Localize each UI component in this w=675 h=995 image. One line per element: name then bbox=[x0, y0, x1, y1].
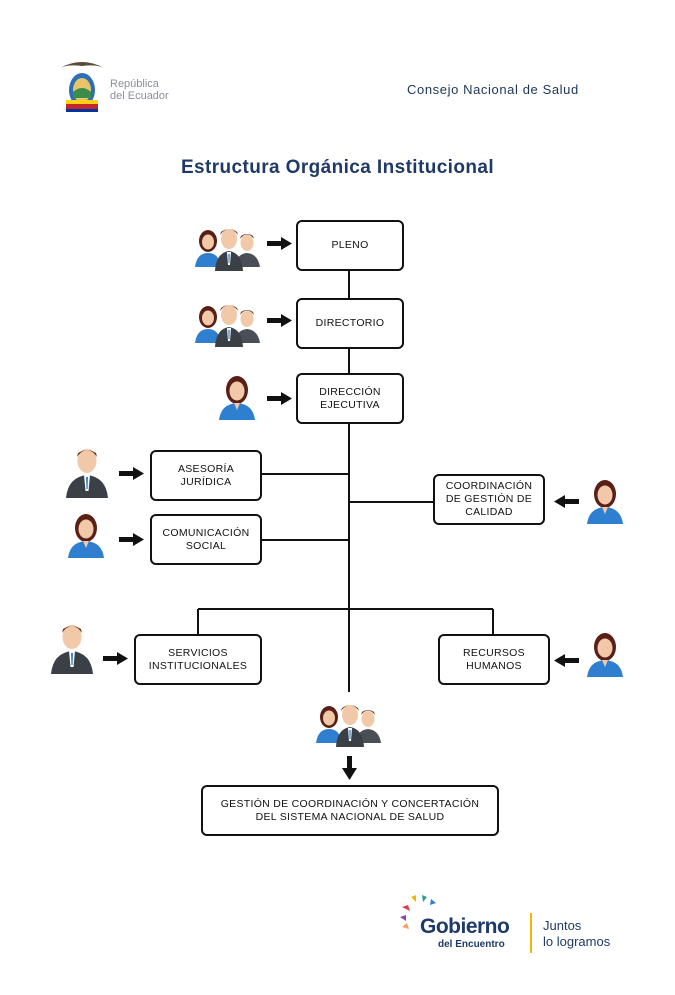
gobierno-logo-icon bbox=[400, 895, 436, 929]
box-coordinacion-calidad: COORDINACIÓN DE GESTIÓN DE CALIDAD bbox=[433, 474, 545, 525]
brand-sub: del Encuentro bbox=[438, 939, 505, 950]
brand-main: Gobierno bbox=[420, 915, 510, 938]
box-servicios-institucionales: SERVICIOS INSTITUCIONALES bbox=[134, 634, 262, 685]
box-comunicacion-social: COMUNICACIÓN SOCIAL bbox=[150, 514, 262, 565]
man-center-figure bbox=[215, 305, 243, 347]
logo-line-1: República bbox=[110, 78, 159, 90]
woman-icon bbox=[219, 376, 255, 420]
man-icon bbox=[66, 449, 108, 498]
woman-icon bbox=[587, 633, 623, 677]
box-recursos-humanos: RECURSOS HUMANOS bbox=[438, 634, 550, 685]
woman-figure bbox=[195, 230, 221, 267]
arrow-gestion bbox=[342, 756, 357, 780]
arrow-asesoria bbox=[119, 467, 144, 480]
organization-name: Consejo Nacional de Salud bbox=[407, 82, 579, 97]
footer-divider bbox=[530, 913, 532, 953]
arrow-direccion bbox=[267, 392, 292, 405]
box-direccion-ejecutiva: DIRECCIÓN EJECUTIVA bbox=[296, 373, 404, 424]
woman-icon bbox=[68, 514, 104, 558]
logo-line-2: del Ecuador bbox=[110, 90, 169, 102]
box-pleno: PLENO bbox=[296, 220, 404, 271]
group-people-icon bbox=[316, 705, 381, 747]
footer-slogan: Juntos lo logramos bbox=[543, 918, 611, 949]
republica-logo bbox=[56, 54, 196, 118]
man-center-figure bbox=[336, 705, 364, 747]
box-gestion-sistema-salud: GESTIÓN DE COORDINACIÓN Y CONCERTACIÓN D… bbox=[201, 785, 499, 836]
arrow-coordinacion bbox=[554, 495, 579, 508]
arrow-directorio bbox=[267, 314, 292, 327]
page-title: Estructura Orgánica Institucional bbox=[180, 157, 495, 178]
man-center-figure bbox=[215, 229, 243, 271]
republica-logo-text: República del Ecuador bbox=[110, 78, 169, 102]
arrow-comunicacion bbox=[119, 533, 144, 546]
arrow-servicios bbox=[103, 652, 128, 665]
coat-of-arms-icon bbox=[60, 62, 104, 112]
group-people-icon bbox=[195, 305, 260, 347]
woman-figure bbox=[316, 706, 342, 743]
box-directorio: DIRECTORIO bbox=[296, 298, 404, 349]
arrow-pleno bbox=[267, 237, 292, 250]
man-icon bbox=[51, 625, 93, 674]
box-asesoria-juridica: ASESORÍA JURÍDICA bbox=[150, 450, 262, 501]
arrows bbox=[103, 237, 579, 780]
woman-figure bbox=[195, 306, 221, 343]
arrow-recursos bbox=[554, 654, 579, 667]
woman-icon bbox=[587, 480, 623, 524]
group-people-icon bbox=[195, 229, 260, 271]
